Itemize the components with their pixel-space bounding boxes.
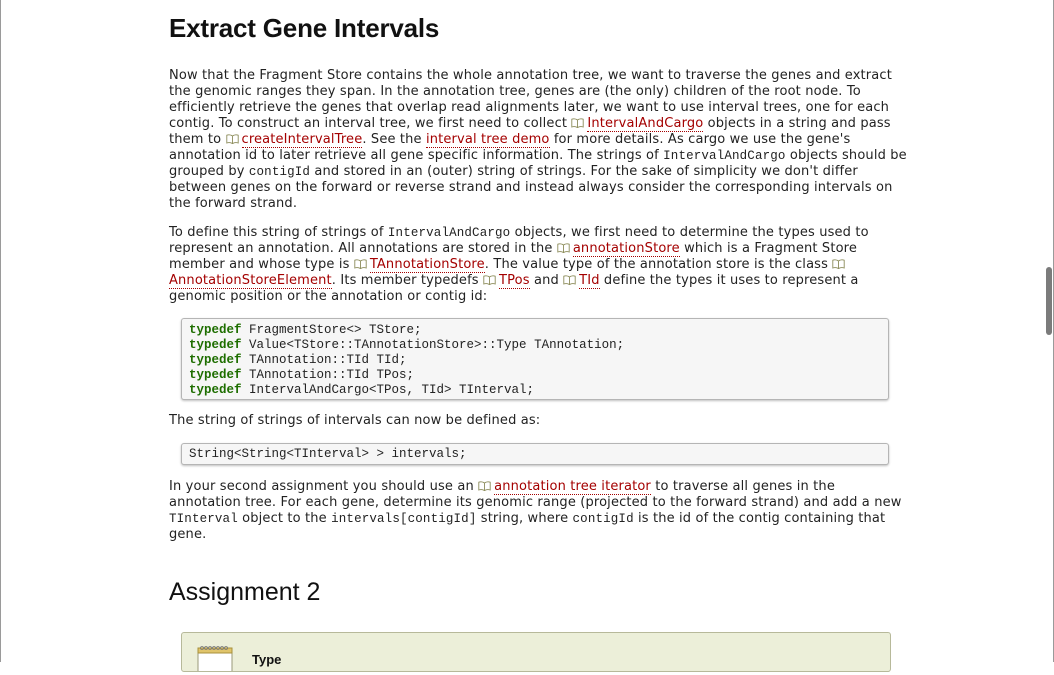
book-icon xyxy=(478,481,491,491)
code-line: typedef FragmentStore<> TStore; xyxy=(189,323,881,338)
assignment-note-box: Type xyxy=(181,632,891,675)
text: To define this string of strings of xyxy=(169,225,388,240)
book-icon xyxy=(563,275,576,285)
inline-code: intervals[contigId] xyxy=(331,512,477,526)
notepad-icon xyxy=(196,645,234,675)
code-keyword: typedef xyxy=(189,338,242,352)
inline-code: TInterval xyxy=(169,512,238,526)
link-tannotationstore[interactable]: TAnnotationStore xyxy=(369,257,485,273)
text: objects should be grouped by xyxy=(169,148,907,179)
link-createintervaltree[interactable]: createIntervalTree xyxy=(241,132,363,148)
code-block-intervals: String<String<TInterval> > intervals; xyxy=(181,443,889,465)
text: In your second assignment you should use… xyxy=(169,479,479,494)
scrollbar-thumb[interactable] xyxy=(1046,267,1052,335)
code-keyword: typedef xyxy=(189,383,242,397)
text: and xyxy=(529,273,564,288)
code-text: TAnnotation::TId TId; xyxy=(241,353,407,367)
book-icon xyxy=(557,243,570,253)
paragraph-intervals: The string of strings of intervals can n… xyxy=(169,413,541,428)
book-icon xyxy=(354,259,367,269)
code-text: IntervalAndCargo<TPos, TId> TInterval; xyxy=(241,383,535,397)
text: which is a Fragment Store member and who… xyxy=(169,241,858,272)
code-text: FragmentStore<> TStore; xyxy=(241,323,422,337)
code-keyword: typedef xyxy=(189,353,242,367)
book-icon xyxy=(483,275,496,285)
code-line: typedef IntervalAndCargo<TPos, TId> TInt… xyxy=(189,383,881,398)
text: object to the xyxy=(237,511,332,526)
section-heading: Assignment 2 xyxy=(169,578,321,606)
text: . See the xyxy=(362,132,426,147)
page-title: Extract Gene Intervals xyxy=(169,13,440,43)
code-text: TAnnotation::TId TPos; xyxy=(241,368,415,382)
code-line: typedef TAnnotation::TId TPos; xyxy=(189,368,881,383)
text: objects in a string and pass them to xyxy=(169,116,891,147)
note-title: Type xyxy=(252,652,282,667)
code-text: Value<TStore::TAnnotationStore>::Type TA… xyxy=(241,338,625,352)
vertical-scrollbar[interactable] xyxy=(1043,0,1054,662)
link-annotation-tree-iterator[interactable]: annotation tree iterator xyxy=(494,479,651,495)
book-icon xyxy=(571,118,585,128)
text: define the types it uses to represent a … xyxy=(169,273,859,304)
text: Now that the Fragment Store contains the… xyxy=(169,68,892,131)
code-keyword: typedef xyxy=(189,368,242,382)
text: for more details. As cargo we use the ge… xyxy=(169,132,851,163)
paragraph-intro: Now that the Fragment Store contains the… xyxy=(169,68,909,212)
inline-code: IntervalAndCargo xyxy=(387,226,511,240)
book-icon xyxy=(225,134,239,144)
link-intervalandcargo[interactable]: IntervalAndCargo xyxy=(587,116,704,132)
link-tpos[interactable]: TPos xyxy=(499,273,530,289)
link-tid[interactable]: TId xyxy=(579,273,600,289)
link-annotationstoreelement[interactable]: AnnotationStoreElement xyxy=(169,273,332,289)
code-line: String<String<TInterval> > intervals; xyxy=(189,447,467,461)
text: to traverse all genes in the annotation … xyxy=(169,479,902,510)
code-line: typedef TAnnotation::TId TId; xyxy=(189,353,881,368)
code-keyword: typedef xyxy=(189,323,242,337)
code-line: typedef Value<TStore::TAnnotationStore>:… xyxy=(189,338,881,353)
text: and stored in an (outer) string of strin… xyxy=(169,164,893,211)
text: string, where xyxy=(476,511,573,526)
paragraph-types: To define this string of strings of Inte… xyxy=(169,225,909,305)
link-interval-tree-demo[interactable]: interval tree demo xyxy=(425,132,550,148)
paragraph-assignment: In your second assignment you should use… xyxy=(169,479,909,543)
code-block-typedefs: typedef FragmentStore<> TStore; typedef … xyxy=(181,318,889,400)
text: . Its member typedefs xyxy=(331,273,484,288)
inline-code: contigId xyxy=(248,165,311,179)
inline-code: IntervalAndCargo xyxy=(663,149,786,163)
text: . The value type of the annotation store… xyxy=(484,257,833,272)
link-annotationstore[interactable]: annotationStore xyxy=(572,241,680,257)
text: objects, we first need to determine the … xyxy=(169,225,869,256)
text: is the id of the contig containing that … xyxy=(169,511,886,542)
inline-code: contigId xyxy=(572,512,634,526)
book-icon xyxy=(832,259,845,269)
